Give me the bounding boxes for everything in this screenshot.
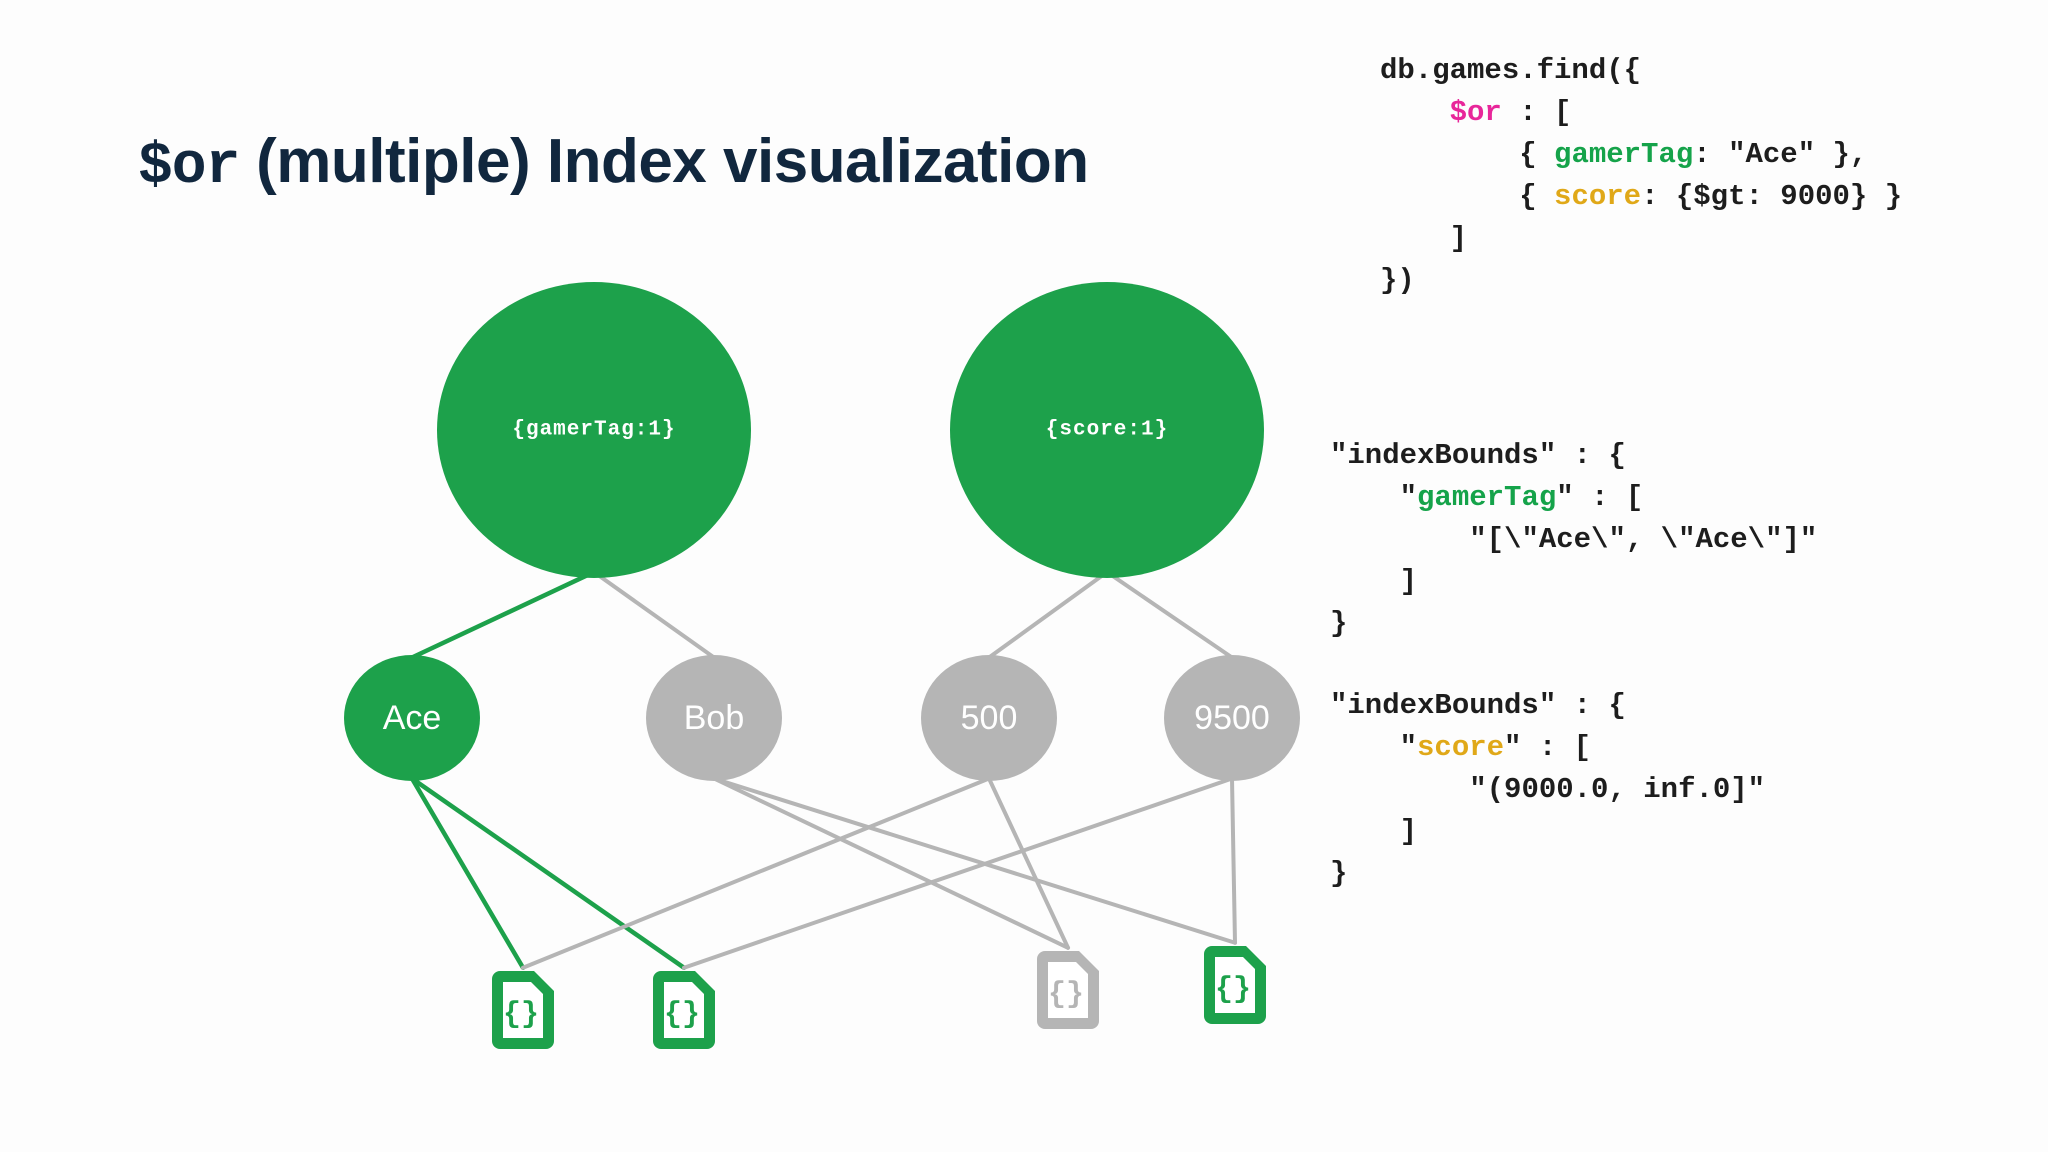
code-token: "[\"Ace\", \"Ace\"]" xyxy=(1469,523,1818,556)
page-title: $or (multiple) Index visualization xyxy=(138,131,1089,197)
node-label: Bob xyxy=(684,699,745,737)
code-token: " xyxy=(1399,481,1418,514)
curly-braces-icon: {} xyxy=(664,998,700,1032)
code-line: ] xyxy=(1330,811,1765,853)
code-token: "(9000.0, inf.0]" xyxy=(1469,773,1766,806)
graph-edge xyxy=(409,569,597,660)
code-token: { xyxy=(1519,138,1555,171)
index-bounds-gamertag-block: "indexBounds" : { "gamerTag" : [ "[\"Ace… xyxy=(1330,435,1817,645)
code-line: { score: {$gt: 9000} } xyxy=(1380,176,1902,218)
document-icon[interactable]: {} xyxy=(1037,951,1099,1029)
code-line: ] xyxy=(1330,561,1817,603)
code-line: }) xyxy=(1380,260,1902,302)
code-line: "gamerTag" : [ xyxy=(1330,477,1817,519)
graph-edge xyxy=(1105,570,1234,660)
code-token: "indexBounds" : { xyxy=(1330,689,1626,722)
code-token: } xyxy=(1330,607,1348,640)
graph-edge xyxy=(592,570,716,660)
node-label: 9500 xyxy=(1194,699,1270,737)
key-node-key-500[interactable]: 500 xyxy=(921,655,1057,781)
mongodb-find-query-block: db.games.find({ $or : [ { gamerTag: "Ace… xyxy=(1380,50,1902,302)
edge-layer xyxy=(409,569,1237,971)
code-line: $or : [ xyxy=(1380,92,1902,134)
code-token: : "Ace" }, xyxy=(1693,138,1868,171)
index-node-idx-score[interactable]: {score:1} xyxy=(950,282,1264,578)
code-token: $or xyxy=(1449,96,1502,129)
graph-edge xyxy=(409,776,687,971)
code-line: "(9000.0, inf.0]" xyxy=(1330,769,1765,811)
document-icon[interactable]: {} xyxy=(492,971,554,1049)
code-token: : {$gt: 9000} } xyxy=(1641,180,1903,213)
page-title-text: (multiple) Index visualization xyxy=(239,127,1089,196)
code-line: "indexBounds" : { xyxy=(1330,685,1765,727)
curly-braces-icon: {} xyxy=(1215,973,1251,1007)
code-line: ] xyxy=(1380,218,1902,260)
code-line: db.games.find({ xyxy=(1380,50,1902,92)
curly-braces-icon: {} xyxy=(1048,978,1084,1012)
node-shape xyxy=(921,655,1057,781)
code-line: "indexBounds" : { xyxy=(1330,435,1817,477)
code-token: ] xyxy=(1399,815,1418,848)
code-token: "indexBounds" : { xyxy=(1330,439,1626,472)
node-label: {score:1} xyxy=(1046,419,1168,442)
graph-edge xyxy=(712,776,1237,945)
document-icon[interactable]: {} xyxy=(653,971,715,1049)
node-label: 500 xyxy=(961,699,1018,737)
index-node-idx-gamertag[interactable]: {gamerTag:1} xyxy=(437,282,751,578)
graph-edge xyxy=(521,776,991,970)
document-icon-page xyxy=(664,982,704,1038)
key-node-key-bob[interactable]: Bob xyxy=(646,655,782,781)
node-shape xyxy=(646,655,782,781)
code-token: " : [ xyxy=(1556,481,1644,514)
graph-edge xyxy=(987,570,1109,660)
curly-braces-icon: {} xyxy=(503,998,539,1032)
code-token: score xyxy=(1417,731,1505,764)
code-token: { xyxy=(1519,180,1555,213)
graph-edge xyxy=(1230,776,1237,945)
code-token: : [ xyxy=(1501,96,1572,129)
code-token: }) xyxy=(1380,264,1415,297)
node-label: Ace xyxy=(383,699,442,737)
graph-edge xyxy=(682,776,1234,970)
index-bounds-score-block: "indexBounds" : { "score" : [ "(9000.0, … xyxy=(1330,685,1765,895)
node-shape xyxy=(437,282,751,578)
node-shape xyxy=(950,282,1264,578)
key-node-key-9500[interactable]: 9500 xyxy=(1164,655,1300,781)
document-icon-page xyxy=(503,982,543,1038)
key-node-key-ace[interactable]: Ace xyxy=(344,655,480,781)
code-token: gamerTag xyxy=(1417,481,1557,514)
code-token: gamerTag xyxy=(1554,138,1694,171)
document-icon-page xyxy=(1048,962,1088,1018)
code-line: "[\"Ace\", \"Ace\"]" xyxy=(1330,519,1817,561)
graph-edge xyxy=(409,776,526,971)
code-token: } xyxy=(1330,857,1348,890)
page-title-operator: $or xyxy=(138,135,240,200)
graph-edge xyxy=(712,776,1070,950)
code-token: ] xyxy=(1399,565,1418,598)
node-layer: {gamerTag:1} {score:1} Ace Bob 500 9500 {} {} {}… xyxy=(344,282,1300,1049)
code-line: { gamerTag: "Ace" }, xyxy=(1380,134,1902,176)
code-token: " : [ xyxy=(1504,731,1592,764)
code-token: score xyxy=(1554,180,1642,213)
node-shape xyxy=(344,655,480,781)
document-icon-page xyxy=(1215,957,1255,1013)
graph-edge xyxy=(987,776,1070,950)
node-label: {gamerTag:1} xyxy=(512,419,675,442)
code-token: ] xyxy=(1449,222,1468,255)
code-line: "score" : [ xyxy=(1330,727,1765,769)
code-token: " xyxy=(1399,731,1418,764)
node-shape xyxy=(1164,655,1300,781)
code-token: db.games.find({ xyxy=(1380,54,1642,87)
code-line: } xyxy=(1330,853,1765,895)
code-line: } xyxy=(1330,603,1817,645)
document-icon[interactable]: {} xyxy=(1204,946,1266,1024)
